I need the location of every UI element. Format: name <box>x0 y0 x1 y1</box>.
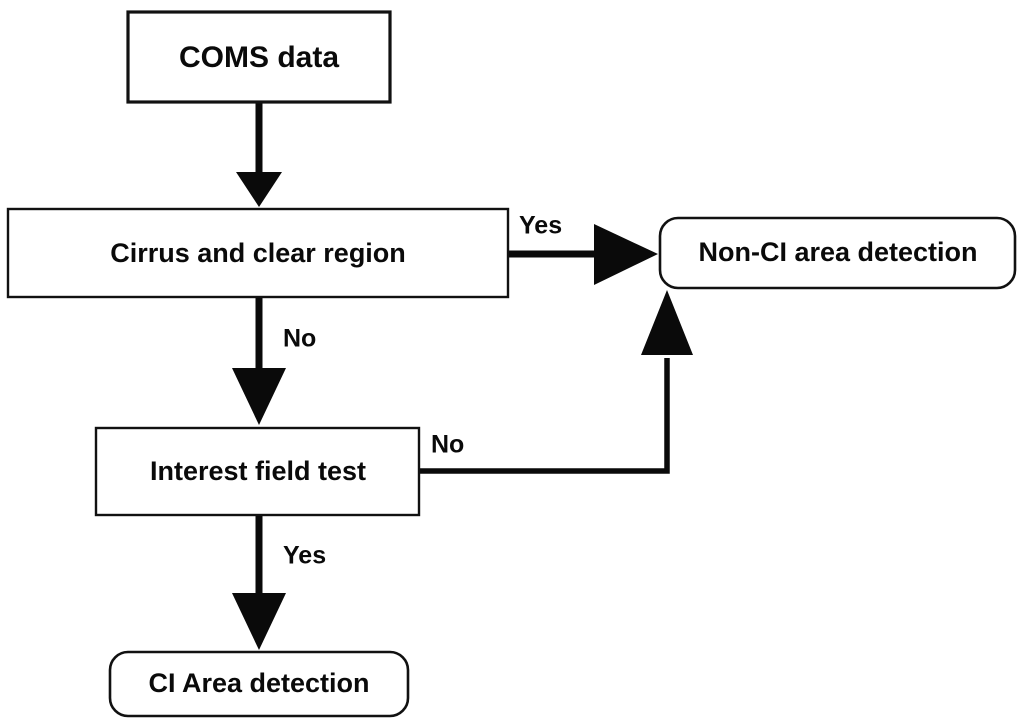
edge-label-no-interest: No <box>431 431 464 459</box>
node-label-interest-field-test: Interest field test <box>150 456 366 486</box>
edge-cirrus-no-to-interest: No <box>232 297 316 425</box>
arrowhead-up-interest-no <box>641 290 693 355</box>
arrowhead-down-interest-yes <box>232 593 286 650</box>
edge-cirrus-yes-to-nonci: Yes <box>508 212 658 285</box>
edge-label-no-cirrus: No <box>283 325 316 353</box>
node-cirrus-clear-region[interactable]: Cirrus and clear region <box>6 207 510 299</box>
node-coms-data[interactable]: COMS data <box>126 10 392 104</box>
node-shape-non-ci-area-detection[interactable] <box>658 216 1017 290</box>
edge-line-interest-no <box>419 358 670 474</box>
node-shape-coms-data[interactable] <box>126 10 392 104</box>
node-label-cirrus-clear-region: Cirrus and clear region <box>110 238 406 268</box>
arrowhead-down-coms-to-cirrus <box>236 172 282 207</box>
node-label-non-ci-area-detection: Non-CI area detection <box>698 237 977 267</box>
arrowhead-right-cirrus-yes <box>594 224 658 285</box>
node-label-coms-data: COMS data <box>179 41 339 74</box>
arrowhead-down-cirrus-no <box>232 368 286 425</box>
node-shape-interest-field-test[interactable] <box>94 426 421 517</box>
edge-coms-to-cirrus <box>236 102 282 207</box>
node-shape-ci-area-detection[interactable] <box>108 650 410 718</box>
node-label-ci-area-detection: CI Area detection <box>148 668 369 698</box>
node-non-ci-area-detection[interactable]: Non-CI area detection <box>658 216 1017 290</box>
node-ci-area-detection[interactable]: CI Area detection <box>108 650 410 718</box>
edge-interest-no-to-nonci: No <box>419 290 693 474</box>
edge-label-yes-cirrus: Yes <box>519 212 562 240</box>
node-interest-field-test[interactable]: Interest field test <box>94 426 421 517</box>
edge-interest-yes-to-ci: Yes <box>232 515 326 650</box>
node-shape-cirrus-clear-region[interactable] <box>6 207 510 299</box>
edge-label-yes-interest: Yes <box>283 542 326 570</box>
